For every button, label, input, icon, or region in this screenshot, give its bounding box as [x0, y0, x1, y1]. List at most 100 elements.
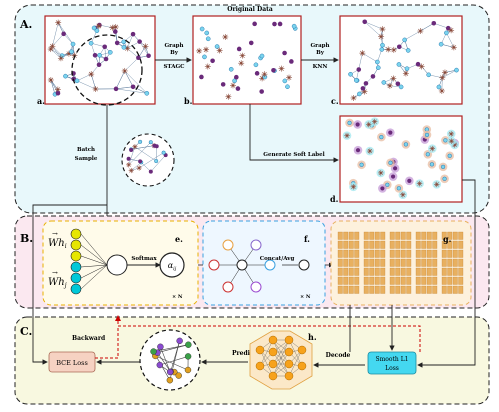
purple-cell [255, 71, 260, 76]
section-a-letter: A. [19, 18, 32, 31]
knn-label-3: KNN [313, 64, 328, 70]
brown-cell [90, 73, 92, 75]
section-a-title: Original Data [227, 6, 273, 13]
embedding-cell [349, 268, 354, 276]
stagc-label-1: Graph [164, 43, 183, 49]
wh-top: Whi [48, 238, 67, 250]
embedding-cell [442, 250, 447, 258]
purple-cell [131, 32, 136, 37]
blue-cell [444, 31, 448, 35]
purple-cell [397, 44, 402, 49]
purple-cell [431, 21, 436, 26]
embedding-cell [459, 268, 464, 276]
embedding-cell [416, 232, 421, 240]
embedding-cell [427, 232, 432, 240]
embedding-cell [355, 286, 360, 294]
blue-cell [75, 79, 79, 83]
brown-cell [224, 36, 226, 38]
decoder-node [269, 360, 277, 368]
brown-cell [361, 52, 363, 54]
wh-bottom: Whj [48, 277, 67, 289]
brown-cell [94, 88, 96, 90]
blue-cell [254, 63, 258, 67]
embedding-cell [459, 232, 464, 240]
blue-cell [379, 135, 383, 139]
brown-cell [227, 96, 229, 98]
blue-cell [283, 79, 287, 83]
embedding-cell [401, 232, 406, 240]
brown-cell [405, 72, 407, 74]
backward-label: Backward [72, 335, 106, 342]
blue-cell [437, 85, 441, 89]
purple-cell [137, 39, 142, 44]
embedding-cell [401, 268, 406, 276]
purple-cell [249, 41, 254, 46]
purple-cell [388, 131, 392, 135]
brown-cell [363, 90, 365, 92]
embedding-cell [338, 277, 343, 285]
brown-cell [207, 65, 209, 67]
neighbor-node [209, 260, 219, 270]
brown-cell [240, 62, 242, 64]
brown-cell [431, 148, 433, 150]
brown-cell [57, 88, 59, 90]
prediction-node [185, 367, 191, 373]
blue-cell [206, 37, 210, 41]
purple-cell [234, 75, 239, 80]
embedding-cell [381, 268, 386, 276]
embedding-cell [338, 250, 343, 258]
wh-top-vec: → [52, 230, 58, 238]
stagc-label-3: STAGC [163, 64, 185, 70]
embedding-cell [401, 277, 406, 285]
brown-cell [450, 133, 452, 135]
embedding-cell [459, 259, 464, 267]
purple-cell [115, 41, 120, 46]
bce-loss-label: BCE Loss [56, 359, 88, 367]
brown-cell [288, 76, 290, 78]
embedding-cell [422, 241, 427, 249]
embedding-cell [459, 250, 464, 258]
section-a: A. Original Data a. b. c. d. Graph By ST… [15, 5, 489, 224]
purple-cell [259, 89, 264, 94]
purple-cell [104, 57, 109, 62]
prediction-node [167, 377, 173, 383]
blue-cell [98, 53, 102, 57]
embedding-cell [422, 268, 427, 276]
embedding-cell [381, 250, 386, 258]
embedding-cell [427, 277, 432, 285]
embedding-cell [416, 250, 421, 258]
purple-cell [102, 44, 107, 49]
blue-cell [348, 72, 352, 76]
blue-cell [403, 38, 407, 42]
embedding-cell [381, 286, 386, 294]
brown-cell [381, 28, 383, 30]
panel-e-label: e. [175, 234, 183, 244]
blue-cell [397, 186, 401, 190]
panel-c-label: c. [331, 96, 339, 106]
embedding-cell [448, 277, 453, 285]
embedding-cell [338, 286, 343, 294]
embedding-cell [416, 241, 421, 249]
brown-cell [98, 25, 100, 27]
embedding-cell [427, 241, 432, 249]
wh-bottom-vec: → [52, 269, 58, 277]
embedding-cell [370, 268, 375, 276]
blue-cell [202, 55, 206, 59]
purple-cell [114, 87, 119, 92]
output-node [299, 260, 309, 270]
panel-e-times-n: × N [172, 294, 183, 300]
purple-cell [113, 29, 118, 34]
prediction-node [176, 373, 182, 379]
purple-cell [282, 51, 287, 56]
section-b: B. Whi → Whj → Softmax αij e. × N Concat… [15, 216, 489, 308]
brown-cell [198, 50, 200, 52]
embedding-cell [364, 241, 369, 249]
embedding-cell [355, 250, 360, 258]
decoder-node [285, 372, 293, 380]
embedding-cell [390, 259, 395, 267]
brown-cell [57, 21, 59, 23]
embedding-cell [442, 277, 447, 285]
embedding-cell [396, 268, 401, 276]
brown-cell [138, 167, 140, 169]
embedding-cell [401, 250, 406, 258]
